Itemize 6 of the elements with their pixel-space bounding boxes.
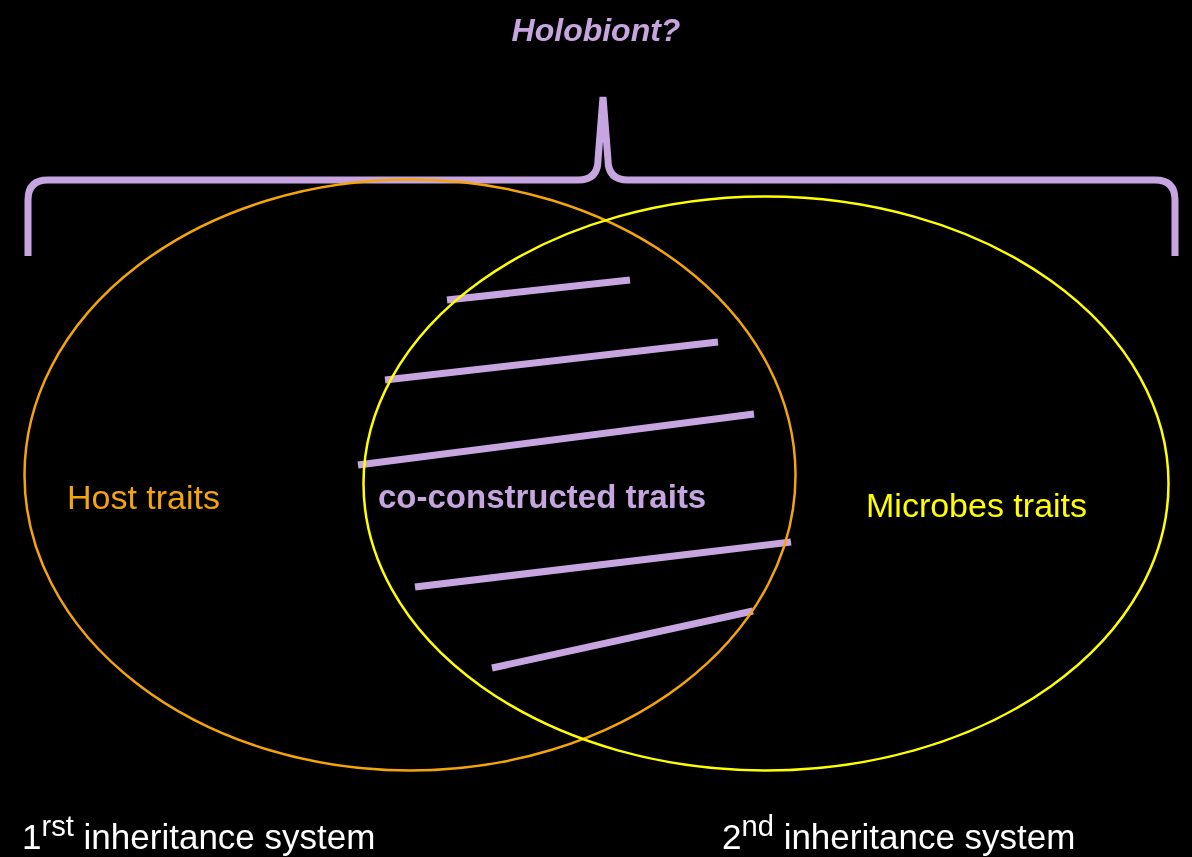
axis-caption: 1$^{rst}$ inheritance system <box>22 810 376 857</box>
axis-caption: 2$^{nd}$ inheritance system <box>722 810 1076 857</box>
overlap-label: co-constructed traits <box>378 478 707 516</box>
set-label: Host traits <box>67 478 221 517</box>
title: Holobiont? <box>510 12 682 49</box>
set-label: Microbes traits <box>866 486 1088 525</box>
